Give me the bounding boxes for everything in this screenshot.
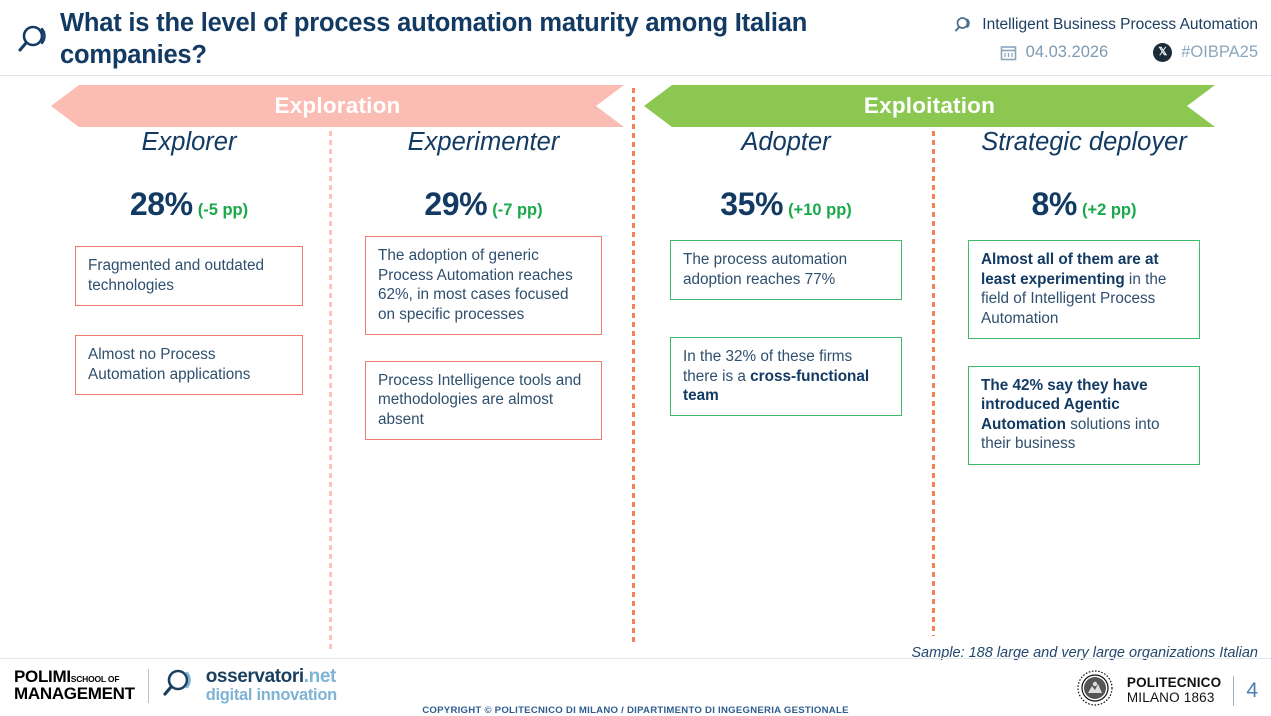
- sample-note: Sample: 188 large and very large organiz…: [911, 645, 1258, 661]
- stat-value: 35%: [720, 186, 784, 223]
- insight-box: Fragmented and outdated technologies: [75, 246, 303, 307]
- event-date: 04.03.2026: [1025, 42, 1109, 61]
- column-stat: 28%(-5 pp): [48, 188, 330, 220]
- logo-separator: [147, 668, 149, 703]
- divider-exploration-exploitation: [632, 88, 635, 646]
- column-experimenter: Experimenter 29%(-7 pp) The adoption of …: [336, 128, 631, 461]
- page-title: What is the level of process automation …: [60, 9, 808, 69]
- divider-adopter-strategic: [932, 131, 935, 636]
- page-number: 4: [1246, 678, 1258, 702]
- column-explorer: Explorer 28%(-5 pp) Fragmented and outda…: [48, 128, 330, 416]
- header-meta: Intelligent Business Process Automation …: [954, 12, 1258, 65]
- osservatori-tld: .net: [303, 666, 337, 688]
- column-title: Experimenter: [407, 128, 560, 156]
- insight-box: The 42% say they have introduced Agentic…: [968, 366, 1200, 465]
- column-boxes: The process automation adoption reaches …: [640, 240, 932, 417]
- stat-delta: (+2 pp): [1081, 201, 1137, 220]
- stat-delta: (+10 pp): [788, 201, 852, 220]
- insight-box: The process automation adoption reaches …: [670, 240, 902, 301]
- column-title: Explorer: [141, 128, 237, 156]
- stat-value: 29%: [424, 186, 488, 223]
- banner-exploitation: Exploitation: [644, 85, 1215, 127]
- calendar-icon: [1000, 44, 1017, 61]
- column-boxes: Almost all of them are at least experime…: [938, 240, 1230, 465]
- magnifier-icon: [954, 15, 973, 34]
- polimi-school-logo: POLIMISCHOOL OF MANAGEMENT: [14, 666, 135, 703]
- event-hashtag: #OIBPA25: [1181, 42, 1258, 61]
- polimi-logo-line2: MANAGEMENT: [14, 683, 135, 703]
- stat-value: 28%: [129, 186, 193, 223]
- column-stat: 8%(+2 pp): [938, 188, 1230, 220]
- footer-logos-left: POLIMISCHOOL OF MANAGEMENT osservatori.n…: [14, 665, 337, 706]
- copyright-text: COPYRIGHT © POLITECNICO DI MILANO / DIPA…: [422, 705, 849, 716]
- slide-header: What is the level of process automation …: [0, 0, 1271, 76]
- column-title: Adopter: [741, 128, 831, 156]
- column-adopter: Adopter 35%(+10 pp) The process automati…: [640, 128, 932, 437]
- page-separator: [1233, 675, 1235, 706]
- stat-delta: (-5 pp): [197, 201, 249, 220]
- divider-explorer-experimenter: [329, 131, 332, 649]
- insight-box: Almost no Process Automation application…: [75, 335, 303, 395]
- stat-value: 8%: [1031, 186, 1078, 223]
- observatory-name: Intelligent Business Process Automation: [982, 15, 1258, 33]
- polimi-logo-line1-small: SCHOOL OF: [70, 673, 120, 684]
- column-stat: 35%(+10 pp): [640, 188, 932, 220]
- banner-exploration: Exploration: [51, 85, 624, 127]
- column-strategic-deployer: Strategic deployer 8%(+2 pp) Almost all …: [938, 128, 1230, 486]
- insight-box: In the 32% of these firms there is a cro…: [670, 337, 902, 417]
- magnifier-icon: [16, 20, 54, 58]
- column-title: Strategic deployer: [981, 128, 1187, 156]
- polimi-logo-line1: POLIMI: [14, 666, 71, 686]
- politecnico-line1: POLITECNICO: [1126, 674, 1222, 690]
- politecnico-seal-icon: [1075, 668, 1115, 713]
- stat-delta: (-7 pp): [492, 201, 543, 220]
- osservatori-name: osservatori: [205, 666, 304, 688]
- footer-divider: [0, 658, 1271, 659]
- politecnico-line2: MILANO 1863: [1126, 689, 1215, 705]
- insight-box: Process Intelligence tools and methodolo…: [365, 361, 602, 441]
- osservatori-logo: osservatori.net digital innovation: [162, 665, 337, 706]
- politecnico-logo-block: POLITECNICO MILANO 1863 4: [1075, 668, 1258, 713]
- osservatori-tagline: digital innovation: [205, 685, 337, 704]
- insight-box: Almost all of them are at least experime…: [968, 240, 1200, 339]
- x-social-icon[interactable]: 𝕏: [1153, 42, 1173, 62]
- insight-box: The adoption of generic Process Automati…: [365, 236, 602, 335]
- column-boxes: Fragmented and outdated technologies Alm…: [48, 246, 330, 395]
- column-boxes: The adoption of generic Process Automati…: [336, 236, 631, 441]
- magnifier-icon: [162, 665, 198, 706]
- column-stat: 29%(-7 pp): [336, 188, 631, 220]
